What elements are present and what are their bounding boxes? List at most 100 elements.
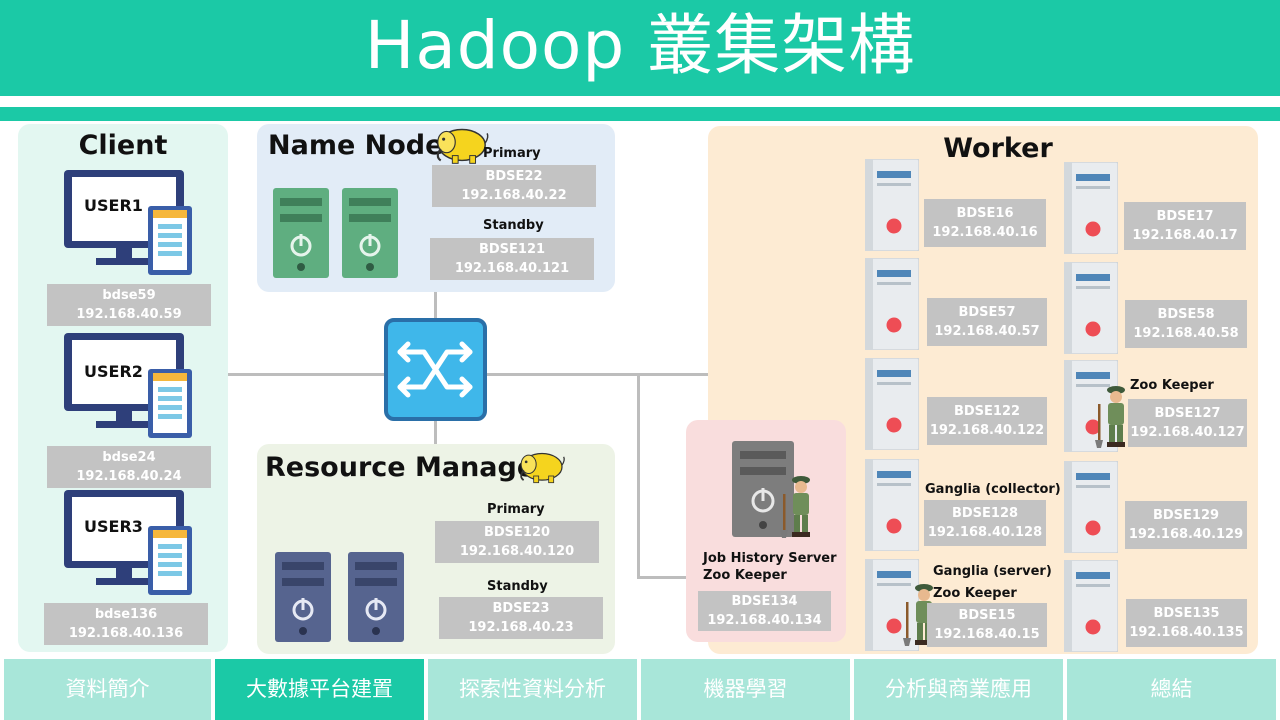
client-host-box: bdse24 192.168.40.24 bbox=[47, 446, 211, 488]
server-icon bbox=[1064, 461, 1118, 553]
server-icon bbox=[1064, 560, 1118, 652]
host-name: BDSE58 bbox=[1157, 307, 1215, 322]
server-icon bbox=[1064, 262, 1118, 354]
worker-host-box: BDSE127 192.168.40.127 bbox=[1128, 399, 1247, 447]
host-ip: 192.168.40.121 bbox=[454, 261, 570, 276]
host-ip: 192.168.40.16 bbox=[932, 225, 1038, 240]
host-name: BDSE121 bbox=[478, 242, 546, 257]
host-name: BDSE129 bbox=[1152, 508, 1220, 523]
nav-item-platform-build[interactable]: 大數據平台建置 bbox=[215, 659, 424, 720]
worker-heading: Worker bbox=[943, 133, 1053, 164]
rm-standby-box: BDSE23 192.168.40.23 bbox=[439, 597, 603, 639]
nav-item-business-application[interactable]: 分析與商業應用 bbox=[854, 659, 1063, 720]
rm-standby-label: Standby bbox=[487, 579, 548, 594]
worker-host-box: BDSE15 192.168.40.15 bbox=[927, 603, 1047, 647]
host-ip: 192.168.40.24 bbox=[76, 469, 182, 484]
host-name: BDSE127 bbox=[1154, 406, 1221, 421]
jh-host-box: BDSE134 192.168.40.134 bbox=[698, 591, 831, 631]
worker-host-box: BDSE16 192.168.40.16 bbox=[924, 199, 1046, 247]
worker-role-label: Zoo Keeper bbox=[933, 586, 1017, 601]
nav-item-machine-learning[interactable]: 機器學習 bbox=[641, 659, 850, 720]
host-name: BDSE22 bbox=[485, 169, 543, 184]
nn-standby-box: BDSE121 192.168.40.121 bbox=[430, 238, 594, 280]
host-name: BDSE17 bbox=[1156, 209, 1214, 224]
nn-primary-label: Primary bbox=[483, 146, 541, 161]
title-bar bbox=[0, 0, 1280, 96]
host-ip: 192.168.40.58 bbox=[1133, 326, 1239, 341]
resource-manager-heading: Resource Manager bbox=[265, 452, 549, 483]
rm-primary-label: Primary bbox=[487, 502, 545, 517]
server-icon bbox=[865, 159, 919, 251]
jh-role-label: Job History Server bbox=[703, 551, 837, 566]
host-ip: 192.168.40.17 bbox=[1132, 228, 1238, 243]
monitor-icon bbox=[64, 170, 194, 275]
host-ip: 192.168.40.57 bbox=[934, 324, 1040, 339]
worker-role-label: Ganglia (collector) bbox=[925, 482, 1061, 497]
server-icon bbox=[275, 552, 331, 642]
server-icon bbox=[273, 188, 329, 278]
host-name: BDSE23 bbox=[492, 601, 550, 616]
nav-item-eda[interactable]: 探索性資料分析 bbox=[428, 659, 637, 720]
name-node-heading: Name Node bbox=[268, 130, 444, 161]
client-host-box: bdse136 192.168.40.136 bbox=[44, 603, 208, 645]
user2-label: USER2 bbox=[84, 362, 143, 381]
page-title: Hadoop 叢集架構 bbox=[364, 7, 916, 84]
host-name: BDSE120 bbox=[483, 525, 551, 540]
host-ip: 192.168.40.128 bbox=[927, 525, 1043, 540]
monitor-icon bbox=[64, 490, 194, 595]
jobhistory-link-vertical bbox=[637, 373, 640, 578]
server-icon bbox=[865, 459, 919, 551]
rm-primary-box: BDSE120 192.168.40.120 bbox=[435, 521, 599, 563]
host-name: BDSE122 bbox=[953, 404, 1021, 419]
host-ip: 192.168.40.129 bbox=[1128, 527, 1244, 542]
host-name: BDSE128 bbox=[951, 506, 1019, 521]
worker-host-box: BDSE122 192.168.40.122 bbox=[927, 397, 1047, 445]
client-host-box: bdse59 192.168.40.59 bbox=[47, 284, 211, 326]
host-ip: 192.168.40.136 bbox=[68, 626, 184, 641]
server-icon bbox=[865, 258, 919, 350]
user3-label: USER3 bbox=[84, 517, 143, 536]
worker-link-line bbox=[486, 373, 708, 376]
worker-host-box: BDSE128 192.168.40.128 bbox=[924, 500, 1046, 546]
network-switch-icon bbox=[384, 318, 487, 421]
nav-item-data-intro[interactable]: 資料簡介 bbox=[4, 659, 211, 720]
host-ip: 192.168.40.15 bbox=[934, 627, 1040, 642]
host-ip: 192.168.40.23 bbox=[468, 620, 574, 635]
worker-role-label: Ganglia (server) bbox=[933, 564, 1052, 579]
host-ip: 192.168.40.122 bbox=[929, 423, 1045, 438]
server-icon bbox=[865, 358, 919, 450]
worker-host-box: BDSE135 192.168.40.135 bbox=[1126, 599, 1247, 647]
nn-standby-label: Standby bbox=[483, 218, 544, 233]
host-name: BDSE15 bbox=[958, 608, 1016, 623]
worker-host-box: BDSE17 192.168.40.17 bbox=[1124, 202, 1246, 250]
host-name: bdse136 bbox=[94, 607, 158, 622]
nn-primary-box: BDSE22 192.168.40.22 bbox=[432, 165, 596, 207]
host-ip: 192.168.40.59 bbox=[76, 307, 182, 322]
monitor-icon bbox=[64, 333, 194, 438]
host-ip: 192.168.40.134 bbox=[707, 613, 822, 628]
server-icon bbox=[1064, 162, 1118, 254]
host-name: BDSE16 bbox=[956, 206, 1014, 221]
server-icon bbox=[342, 188, 398, 278]
title-stripe bbox=[0, 107, 1280, 121]
worker-role-label: Zoo Keeper bbox=[1130, 378, 1214, 393]
host-name: BDSE134 bbox=[731, 594, 798, 609]
host-ip: 192.168.40.127 bbox=[1130, 425, 1245, 440]
worker-host-box: BDSE57 192.168.40.57 bbox=[927, 298, 1047, 346]
host-name: BDSE135 bbox=[1153, 606, 1220, 621]
nav-item-summary[interactable]: 總結 bbox=[1067, 659, 1276, 720]
host-name: bdse24 bbox=[102, 450, 156, 465]
jobhistory-link-horizontal bbox=[637, 576, 687, 579]
host-ip: 192.168.40.135 bbox=[1129, 625, 1244, 640]
worker-host-box: BDSE58 192.168.40.58 bbox=[1125, 300, 1247, 348]
client-heading: Client bbox=[78, 130, 168, 161]
jh-zk-label: Zoo Keeper bbox=[703, 568, 787, 583]
hadoop-elephant-icon bbox=[517, 448, 567, 484]
server-icon bbox=[348, 552, 404, 642]
bottom-nav: 資料簡介 大數據平台建置 探索性資料分析 機器學習 分析與商業應用 總結 bbox=[0, 659, 1280, 720]
zookeeper-figure-icon bbox=[779, 474, 819, 540]
host-ip: 192.168.40.22 bbox=[461, 188, 567, 203]
user1-label: USER1 bbox=[84, 196, 143, 215]
worker-host-box: BDSE129 192.168.40.129 bbox=[1125, 501, 1247, 549]
host-name: bdse59 bbox=[102, 288, 156, 303]
